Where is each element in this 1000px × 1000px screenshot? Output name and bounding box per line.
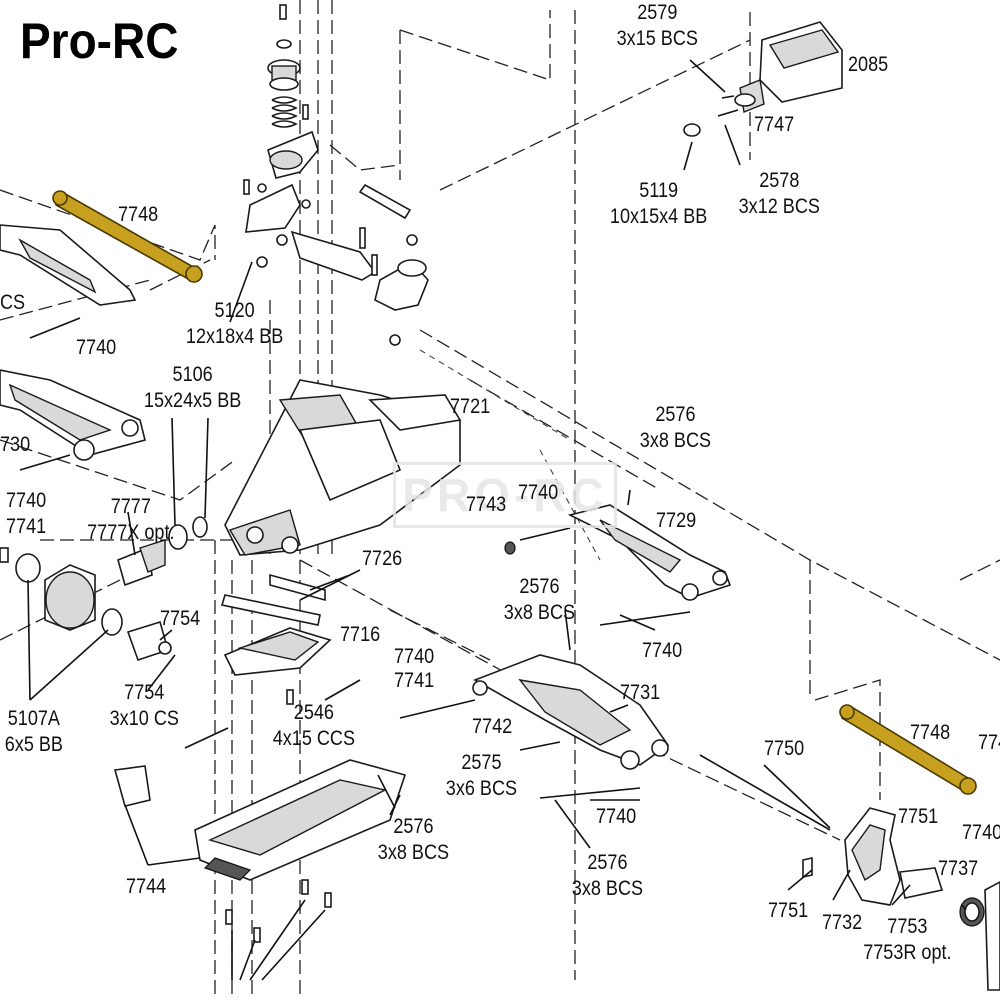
callout-7726: 7726 xyxy=(362,547,403,570)
callout-7744: 7744 xyxy=(126,875,167,898)
callout-7741-b: 7741 xyxy=(394,669,435,692)
callout-7740-a: 7740 xyxy=(76,336,117,359)
callout-7732: 7732 xyxy=(822,911,863,934)
callout-7731: 7731 xyxy=(620,681,661,704)
servo-assembly xyxy=(683,21,843,137)
callout-7748-upper: 7748 xyxy=(118,203,159,226)
callout-7751-lower: 7751 xyxy=(768,899,809,922)
differential-parts xyxy=(0,516,208,662)
callout-7740-e: 7740 xyxy=(394,645,435,668)
steering-assembly xyxy=(243,4,429,346)
callout-7740-d: 7740 xyxy=(642,639,683,662)
callout-774-partial: 774 xyxy=(978,731,1000,754)
callout-7751-upper: 7751 xyxy=(898,805,939,828)
callout-7754-upper: 7754 xyxy=(160,607,201,630)
front-bulkhead xyxy=(224,379,462,556)
brand-logo: Pro-RC xyxy=(20,13,179,69)
right-suspension-arms xyxy=(399,504,831,831)
steering-knuckle xyxy=(802,807,1000,991)
brand-watermark: PRO-RC xyxy=(393,462,617,528)
callout-2085: 2085 xyxy=(848,53,889,76)
callout-7748-lower: 7748 xyxy=(910,721,951,744)
callout-7742: 7742 xyxy=(472,715,513,738)
callout-7740-g: 7740 xyxy=(962,821,1000,844)
callout-7743: 7743 xyxy=(466,493,507,516)
callout-7729: 7729 xyxy=(656,509,697,532)
turnbuckle-links xyxy=(52,190,977,795)
callout-7721: 7721 xyxy=(450,395,491,418)
callout-leaders xyxy=(27,59,967,981)
callout-7741-a: 7741 xyxy=(6,515,47,538)
callout-730-partial: 730 xyxy=(0,433,31,456)
skid-plates xyxy=(113,573,407,943)
callout-7737: 7737 xyxy=(938,857,979,880)
callout-7740-c: 7740 xyxy=(518,481,559,504)
callout-7747: 7747 xyxy=(754,113,795,136)
callout-7750: 7750 xyxy=(764,737,805,760)
left-suspension-arms xyxy=(0,224,146,471)
callout-7716: 7716 xyxy=(340,623,381,646)
callout-7740-f: 7740 xyxy=(596,805,637,828)
callout-cs-partial: CS xyxy=(0,291,26,314)
callout-7740-b: 7740 xyxy=(6,489,47,512)
